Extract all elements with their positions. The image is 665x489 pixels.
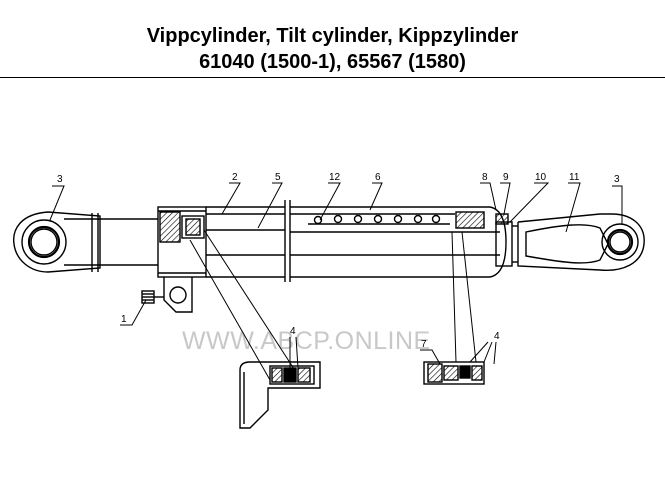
detail-line-right-2 xyxy=(461,231,477,363)
piston-seal xyxy=(185,218,201,236)
rod-end-right xyxy=(512,213,645,271)
spring xyxy=(308,214,450,225)
callout-6: 6 xyxy=(375,172,381,183)
watermark: WWW.ABCP.ONLINE xyxy=(182,327,431,355)
callout-9: 9 xyxy=(503,172,509,183)
callout-11: 11 xyxy=(569,172,580,183)
callout-4-right: 4 xyxy=(494,331,500,342)
detail-line-left-2 xyxy=(203,229,297,373)
callout-1: 1 xyxy=(121,314,127,325)
callout-5: 5 xyxy=(275,172,281,183)
callout-2: 2 xyxy=(232,172,238,183)
callout-labels: 3 2 5 12 6 8 9 10 11 3 1 4 4 7 xyxy=(57,172,620,350)
detail-line-right xyxy=(451,231,457,363)
detail-right xyxy=(423,361,485,385)
left-eye-mount xyxy=(13,211,101,273)
cylinder-barrel xyxy=(157,200,513,282)
callout-4-left: 4 xyxy=(290,326,296,337)
title-line-2: 61040 (1500-1), 65567 (1580) xyxy=(199,51,466,73)
piston-seal-hatch xyxy=(159,211,181,243)
detail-line-left xyxy=(189,239,271,381)
gland-hatch xyxy=(455,211,485,229)
piston-rod xyxy=(64,213,158,272)
callout-3-right: 3 xyxy=(614,174,620,185)
wiper-hatch xyxy=(495,213,509,225)
hydraulic-port xyxy=(141,277,193,313)
callout-7: 7 xyxy=(421,339,427,350)
callout-12: 12 xyxy=(329,172,341,183)
callout-3-left: 3 xyxy=(57,174,63,185)
piston-head xyxy=(181,215,205,239)
title-line-1: Vippcylinder, Tilt cylinder, Kippzylinde… xyxy=(146,25,519,47)
detail-left xyxy=(239,361,321,429)
header-rule xyxy=(0,77,665,78)
callout-10: 10 xyxy=(535,172,547,183)
leader-lines xyxy=(49,182,623,370)
callout-8: 8 xyxy=(482,172,488,183)
